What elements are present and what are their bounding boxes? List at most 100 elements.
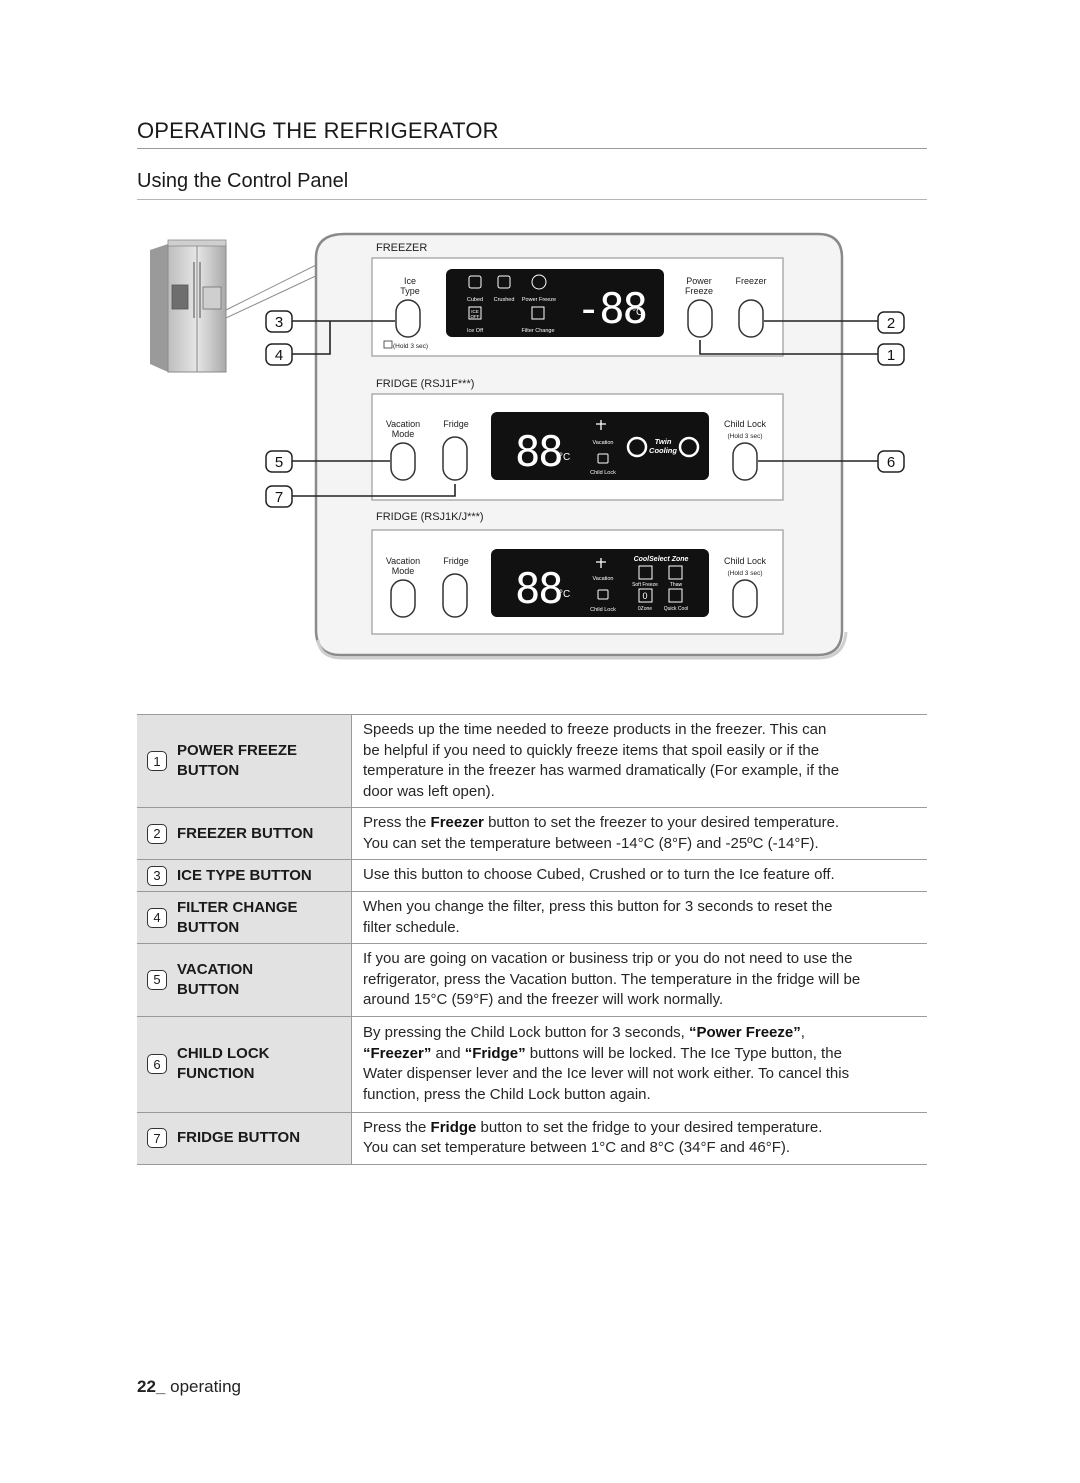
callout-7: 7 — [275, 489, 283, 506]
description-text: Press the — [363, 814, 431, 831]
description-text: You can set temperature between 1°C and … — [363, 1139, 791, 1156]
description-text: filter schedule. — [363, 918, 460, 936]
ice-type-label-1: Ice — [404, 276, 416, 286]
power-freeze-display-label: Power Freeze — [522, 297, 556, 303]
child-lock-icon-label: Child Lock — [590, 470, 616, 476]
crushed-icon — [497, 275, 511, 289]
description-text: Press the — [363, 1118, 431, 1136]
page-number: 22_ — [137, 1377, 166, 1396]
crushed-label: Crushed — [494, 297, 515, 303]
description-text: Water dispenser lever and the Ice lever … — [363, 1065, 850, 1082]
vacation-button-b[interactable] — [390, 579, 416, 618]
emphasis-text: “Fridge” — [464, 1044, 526, 1062]
row-label-line: BUTTON — [177, 762, 240, 779]
ice-type-button[interactable] — [395, 299, 421, 338]
page-footer: 22_ operating — [137, 1377, 241, 1397]
description-text: By pressing the Child Lock button for 3 … — [363, 1024, 690, 1041]
callout-3: 3 — [275, 314, 283, 331]
description-line: You can set the temperature between -14°… — [363, 834, 917, 855]
callout-1: 1 — [887, 347, 895, 364]
power-freeze-button[interactable] — [687, 299, 713, 338]
description-text: temperature in the freezer has warmed dr… — [363, 762, 840, 779]
vacation-mode-label-1b: Vacation — [386, 556, 420, 566]
vacation-icon — [596, 420, 606, 430]
description-line: When you change the filter, press this b… — [363, 897, 917, 918]
row-description: If you are going on vacation or business… — [351, 943, 927, 1016]
description-line: Press the Fridge button to set the fridg… — [363, 1118, 917, 1139]
filter-change-label: Filter Change — [521, 328, 554, 334]
description-text: If you are going on vacation or business… — [363, 950, 853, 967]
description-line: filter schedule. — [363, 918, 917, 939]
row-label: ICE TYPE BUTTON — [177, 866, 312, 886]
fridge-button-label-b: Fridge — [443, 556, 469, 566]
row-number-badge: 3 — [147, 865, 167, 886]
soft-freeze-icon — [638, 565, 653, 580]
ice-off-icon-text-2: OFF — [471, 314, 480, 319]
row-label-line: BUTTON — [177, 980, 240, 998]
callout-leader-lines — [292, 320, 878, 497]
row-label-line: ICE TYPE BUTTON — [177, 866, 312, 884]
row-description: Speeds up the time needed to freeze prod… — [351, 714, 927, 808]
row-number-badge: 1 — [147, 751, 167, 771]
description-text: When you change the filter, press this b… — [363, 898, 833, 915]
row-label-line: CHILD LOCK — [177, 1045, 270, 1062]
child-lock-icon-label-b: Child Lock — [590, 607, 616, 613]
description-line: You can set temperature between 1°C and … — [363, 1138, 917, 1159]
emphasis-text: “Power Freeze” — [689, 1024, 801, 1041]
vacation-mode-label-2: Mode — [392, 429, 415, 439]
zero-zone-icon — [638, 588, 653, 603]
callout-6: 6 — [887, 454, 895, 471]
row-label-line: BUTTON — [177, 918, 240, 936]
callout-2: 2 — [887, 315, 895, 332]
description-line: door was left open). — [363, 782, 917, 803]
child-lock-button[interactable] — [732, 442, 758, 481]
emphasis-text: Freezer — [430, 814, 484, 831]
power-freeze-label-2: Freeze — [685, 286, 713, 296]
row-number-badge: 2 — [147, 823, 167, 844]
fridge-temp-display-b: 88 — [515, 564, 562, 613]
freezer-temp-display: -88 — [576, 284, 646, 333]
fridge-rsj1kj-label: FRIDGE (RSJ1K/J***) — [376, 511, 484, 523]
description-text: refrigerator, press the Vacation button.… — [363, 970, 861, 988]
child-lock-button-b[interactable] — [732, 579, 758, 618]
fridge-button[interactable] — [442, 436, 468, 481]
vacation-button[interactable] — [390, 442, 416, 481]
description-text: button to set the fridge to your desired… — [476, 1118, 823, 1136]
description-text: button to set the freezer to your desire… — [483, 814, 840, 831]
control-panel-diagram: FREEZER Ice Type (Hold 3 sec) ICE OFF Cu… — [150, 232, 905, 660]
description-line: around 15°C (59°F) and the freezer will … — [363, 990, 917, 1011]
description-text: , — [800, 1024, 805, 1041]
freezer-panel: FREEZER Ice Type (Hold 3 sec) ICE OFF Cu… — [371, 242, 784, 357]
description-line: “Freezer” and “Fridge” buttons will be l… — [363, 1044, 917, 1065]
quick-cool-label: Quick Cool — [664, 606, 688, 612]
emphasis-text: Fridge — [430, 1118, 477, 1136]
description-text: Speeds up the time needed to freeze prod… — [363, 721, 827, 738]
child-lock-label: Child Lock — [724, 419, 767, 429]
row-label-line: FRIDGE BUTTON — [177, 1129, 301, 1146]
twin-cooling-icon — [626, 436, 648, 458]
row-description: When you change the filter, press this b… — [351, 891, 927, 944]
child-lock-label-b: Child Lock — [724, 556, 767, 566]
filter-icon — [383, 340, 393, 349]
description-text: You can set the temperature between -14°… — [363, 834, 819, 852]
fridge-temp-unit-b: °C — [559, 589, 570, 600]
row-label-line: FILTER CHANGE — [177, 898, 298, 916]
ice-off-icon-text-1: ICE — [471, 309, 479, 314]
coolselect-zone-label: CoolSelect Zone — [634, 556, 689, 563]
description-line: be helpful if you need to quickly freeze… — [363, 741, 917, 762]
fridge-button-b[interactable] — [442, 573, 468, 618]
ice-off-label: Ice Off — [467, 328, 484, 334]
description-text: Use this button to choose Cubed, Crushed… — [363, 866, 835, 884]
callout-4: 4 — [275, 347, 283, 364]
fridge-panel-rsj1kj: FRIDGE (RSJ1K/J***) Vacation Mode Fridge… — [371, 511, 784, 635]
freezer-button[interactable] — [738, 299, 764, 338]
page-title: OPERATING THE REFRIGERATOR — [137, 118, 927, 149]
